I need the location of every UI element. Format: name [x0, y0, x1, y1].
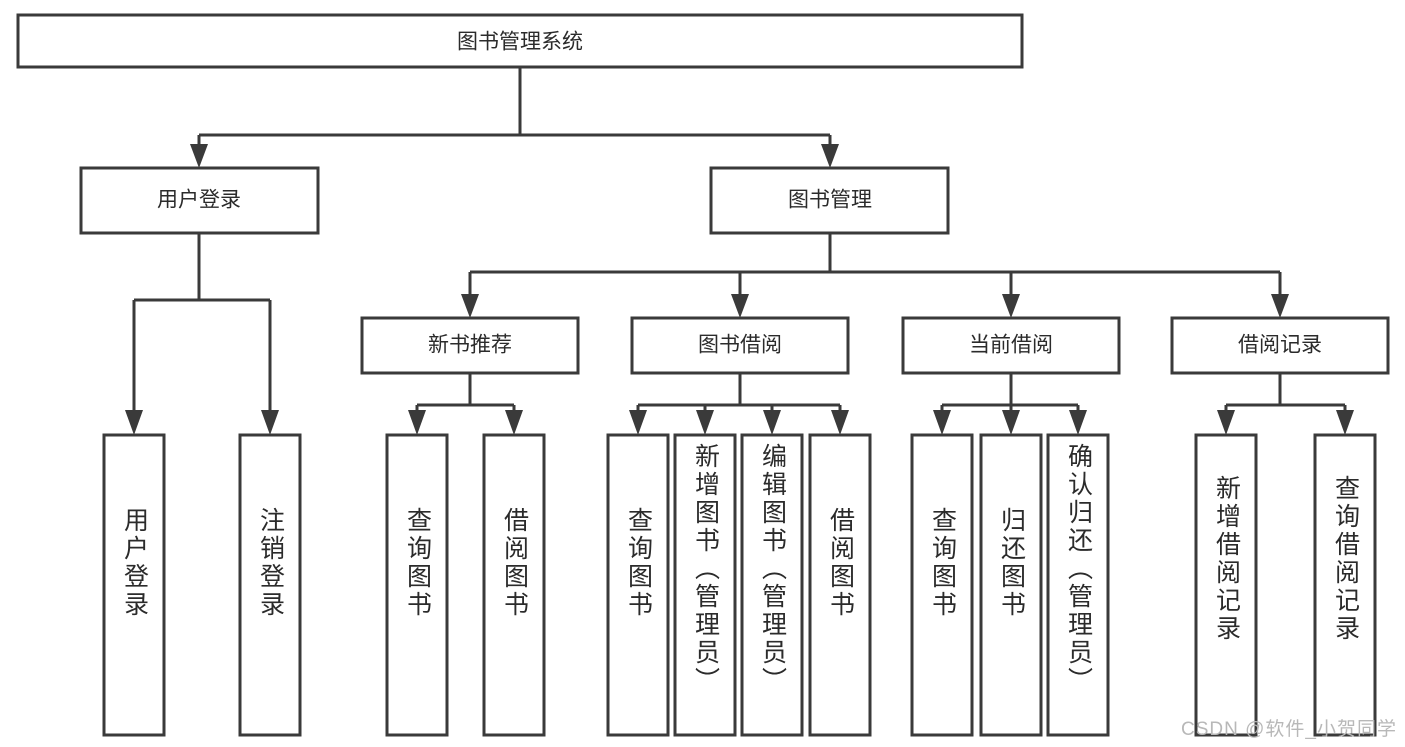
arrow-leaf-return-book	[1002, 410, 1020, 435]
arrow-leaf-edit-book	[763, 410, 781, 435]
node-book-manage[interactable]: 图书管理	[709, 166, 950, 235]
arrow-leaf-add-book	[696, 410, 714, 435]
root-label: 图书管理系统	[457, 31, 583, 54]
node-borrow-record[interactable]: 借阅记录	[1170, 316, 1390, 375]
leaf-return-book-box[interactable]	[979, 433, 1043, 737]
leaf-confirm-return-box[interactable]	[1046, 433, 1110, 737]
leaf-query-book-3-box[interactable]	[910, 433, 974, 737]
leaf-add-book-box[interactable]	[673, 433, 737, 737]
node-root[interactable]: 图书管理系统	[16, 13, 1024, 69]
leaf-box-layer	[102, 433, 1377, 737]
borrow-record-box[interactable]	[1170, 316, 1390, 375]
leaf-query-book-1-box[interactable]	[385, 433, 449, 737]
arrow-leaf-query-book-3	[933, 410, 951, 435]
current-borrow-label: 当前借阅	[969, 334, 1053, 357]
arrow-user-login	[190, 144, 208, 168]
arrow-borrow-record	[1271, 294, 1289, 318]
arrow-leaf-add-record	[1217, 410, 1235, 435]
leaf-edit-book-box[interactable]	[740, 433, 804, 737]
leaf-query-record-box[interactable]	[1313, 433, 1377, 737]
current-borrow-box[interactable]	[901, 316, 1121, 375]
leaf-borrow-book-1-box[interactable]	[482, 433, 546, 737]
arrow-leaf-query-book-1	[408, 410, 426, 435]
arrow-book-borrow	[731, 294, 749, 318]
arrow-new-book-recommend	[461, 294, 479, 318]
book-manage-label: 图书管理	[788, 189, 872, 212]
leaf-query-book-2-box[interactable]	[606, 433, 670, 737]
leaf-logout-login-box[interactable]	[238, 433, 302, 737]
arrow-leaf-confirm-return	[1069, 410, 1087, 435]
leaf-borrow-book-2-box[interactable]	[808, 433, 872, 737]
book-borrow-box[interactable]	[630, 316, 850, 375]
csdn-watermark: CSDN @软件_小贺同学	[1181, 719, 1397, 740]
new-book-recommend-label: 新书推荐	[428, 334, 512, 357]
arrow-leaf-query-record	[1336, 410, 1354, 435]
node-current-borrow[interactable]: 当前借阅	[901, 316, 1121, 375]
node-user-login[interactable]: 用户登录	[79, 166, 320, 235]
user-login-label: 用户登录	[157, 189, 241, 212]
new-book-recommend-box[interactable]	[360, 316, 580, 375]
borrow-record-label: 借阅记录	[1238, 334, 1322, 357]
node-book-borrow[interactable]: 图书借阅	[630, 316, 850, 375]
arrow-leaf-borrow-book-1	[505, 410, 523, 435]
user-login-box[interactable]	[79, 166, 320, 235]
node-new-book-recommend[interactable]: 新书推荐	[360, 316, 580, 375]
arrow-book-manage	[821, 144, 839, 168]
leaf-user-login-box[interactable]	[102, 433, 166, 737]
arrow-leaf-user-login	[125, 410, 143, 435]
root-box[interactable]	[16, 13, 1024, 69]
book-manage-box[interactable]	[709, 166, 950, 235]
arrow-leaf-borrow-book-2	[831, 410, 849, 435]
connector-layer	[125, 67, 1354, 435]
arrow-current-borrow	[1002, 294, 1020, 318]
leaf-add-record-box[interactable]	[1194, 433, 1258, 737]
book-borrow-label: 图书借阅	[698, 334, 782, 357]
arrow-leaf-query-book-2	[629, 410, 647, 435]
arrow-leaf-logout-login	[261, 410, 279, 435]
